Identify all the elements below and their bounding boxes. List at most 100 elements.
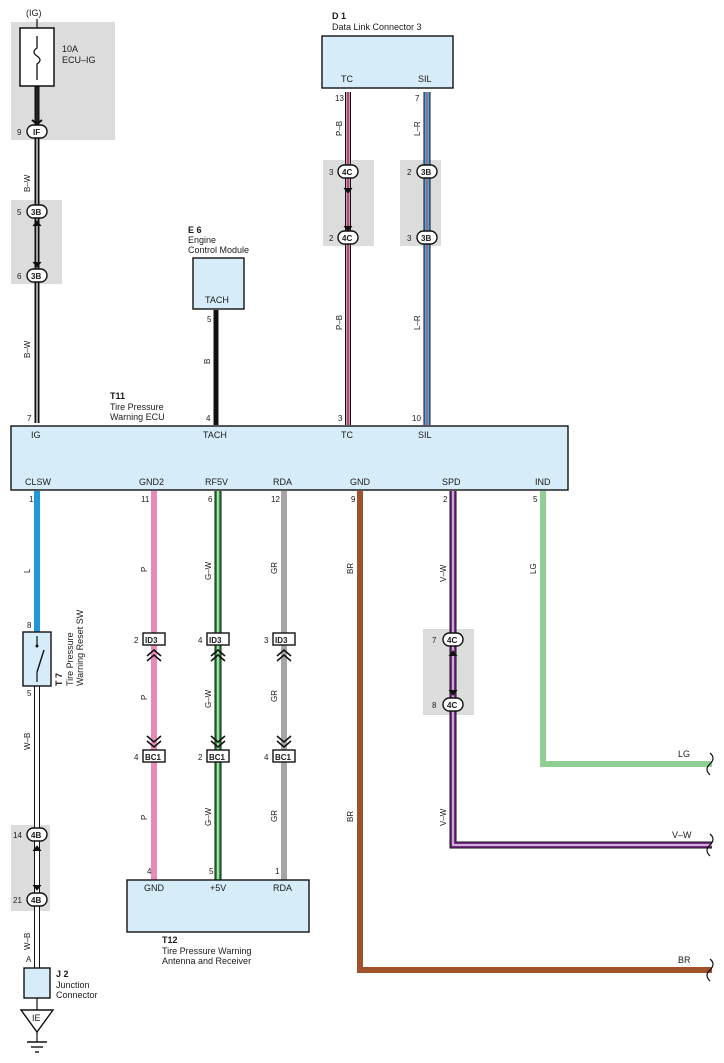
d1-pin-sil: 7 [415, 94, 420, 103]
j2-pin: A [26, 955, 32, 964]
svg-text:ID3: ID3 [145, 636, 158, 645]
svg-text:3B: 3B [421, 168, 431, 177]
bc1-rf5v-pin: 2 [198, 753, 203, 762]
svg-text:3B: 3B [31, 272, 41, 281]
tc-4c-top-pin: 3 [329, 168, 334, 177]
exit-lg-label: LG [678, 749, 690, 759]
ig-3b-bot-pin: 6 [17, 272, 22, 281]
wc-gr-1: GR [270, 562, 279, 574]
sil-3b-top-pin: 2 [407, 168, 412, 177]
ground-label: IE [32, 1013, 41, 1023]
t11-top-pin-tc: 3 [338, 414, 343, 423]
svg-text:3B: 3B [31, 208, 41, 217]
wc-lr-2: L–R [413, 315, 422, 330]
wc-gw-2: G–W [204, 689, 213, 708]
spd-4c-top-pin: 7 [432, 636, 437, 645]
bc1-gnd2-pin: 4 [134, 753, 139, 762]
t11-top-label-tc: TC [341, 430, 353, 440]
t11-bot-label-spd: SPD [442, 477, 461, 487]
t11-bot-pin-clsw: 1 [29, 495, 34, 504]
connector-sil-3b-bot: 3B [416, 230, 438, 245]
t12-label-gnd: GND [144, 883, 165, 893]
d1-code: D 1 [332, 11, 346, 21]
t12-pin-5v: 5 [209, 867, 214, 876]
t12-name-2: Antenna and Receiver [162, 956, 251, 966]
spd-4c-bot-pin: 8 [432, 701, 437, 710]
t11-bot-pin-rda: 12 [271, 495, 280, 504]
t11-bot-label-clsw: CLSW [25, 477, 52, 487]
wc-gw-3: G–W [204, 807, 213, 826]
exit-br-break [706, 958, 714, 982]
e6-box [192, 257, 245, 310]
wc-lr-1: L–R [413, 121, 422, 136]
e6-name-2: Control Module [188, 245, 249, 255]
t12-pin-rda: 1 [275, 867, 280, 876]
svg-text:4C: 4C [447, 701, 457, 710]
d1-sil-label: SIL [418, 74, 432, 84]
t12-code: T12 [162, 935, 178, 945]
t11-top-label-sil: SIL [418, 430, 432, 440]
tc-4c-bot-pin: 2 [329, 234, 334, 243]
wb-4b-top-pin: 14 [13, 831, 22, 840]
t7-code: T 7 [54, 673, 64, 686]
t11-box [10, 425, 569, 491]
t11-top-label-ig: IG [31, 430, 41, 440]
t11-top-pin-ig: 7 [27, 414, 32, 423]
id3-gnd2-pin: 2 [134, 636, 139, 645]
wc-pb-2: P–B [335, 315, 344, 330]
wb-4b-bot-pin: 21 [13, 896, 22, 905]
t11-bot-label-ind: IND [535, 477, 551, 487]
d1-pin-tc: 13 [335, 94, 344, 103]
exit-vw-label: V–W [672, 830, 692, 840]
t12-box [126, 879, 310, 933]
connector-spd-4c-top: 4C [442, 632, 464, 657]
t11-top-pin-sil: 10 [412, 414, 421, 423]
t11-name-2: Warning ECU [110, 412, 165, 422]
wc-gr-3: GR [270, 810, 279, 822]
exit-lg-break [706, 752, 714, 776]
wc-lg: LG [529, 563, 538, 574]
svg-text:ID3: ID3 [209, 636, 222, 645]
t11-top-pin-tach: 4 [206, 414, 211, 423]
exit-br-label: BR [678, 955, 691, 965]
t11-bot-label-gnd: GND [350, 477, 371, 487]
svg-text:BC1: BC1 [275, 753, 292, 762]
t12-label-5v: +5V [210, 883, 226, 893]
t11-name-1: Tire Pressure [110, 402, 164, 412]
e6-code: E 6 [188, 225, 202, 235]
connector-bc1-rf5v: BC1 [206, 735, 230, 763]
wc-vw-1: V–W [439, 564, 448, 582]
e6-pin: 5 [207, 315, 212, 324]
wc-gw-1: G–W [204, 561, 213, 580]
connector-ig-3b-bot: 3B [26, 261, 48, 283]
connector-tc-4c-top: 4C [337, 164, 359, 194]
id3-rda-pin: 3 [264, 636, 269, 645]
fuse-pin: 9 [17, 128, 22, 137]
svg-text:BC1: BC1 [145, 753, 162, 762]
t11-bot-pin-spd: 2 [443, 495, 448, 504]
wire-spd [449, 491, 712, 849]
j2-name-1: Junction [56, 980, 90, 990]
connector-id3-gnd2: ID3 [142, 632, 166, 662]
t12-label-rda: RDA [273, 883, 292, 893]
t12-name-1: Tire Pressure Warning [162, 946, 251, 956]
wc-p-1: P [140, 567, 149, 572]
svg-text:ID3: ID3 [275, 636, 288, 645]
bc1-rda-pin: 4 [264, 753, 269, 762]
t11-bot-label-gnd2: GND2 [139, 477, 164, 487]
t11-bot-pin-gnd: 9 [351, 495, 356, 504]
connector-if: IF [26, 119, 48, 139]
d1-box [321, 35, 454, 89]
t7-name-1: Tire Pressure [65, 632, 75, 686]
svg-text:4C: 4C [447, 636, 457, 645]
wc-wb-1: W–B [23, 733, 32, 750]
svg-text:4C: 4C [342, 234, 352, 243]
svg-text:4B: 4B [31, 831, 41, 840]
t11-code: T11 [110, 391, 125, 401]
e6-tach-label: TACH [205, 295, 229, 305]
wc-p-3: P [140, 815, 149, 820]
wc-b: B [203, 359, 212, 364]
connector-wb-4b-bot: 4B [26, 884, 48, 907]
id3-rf5v-pin: 4 [198, 636, 203, 645]
t7-name-2: Warning Reset SW [75, 609, 85, 686]
